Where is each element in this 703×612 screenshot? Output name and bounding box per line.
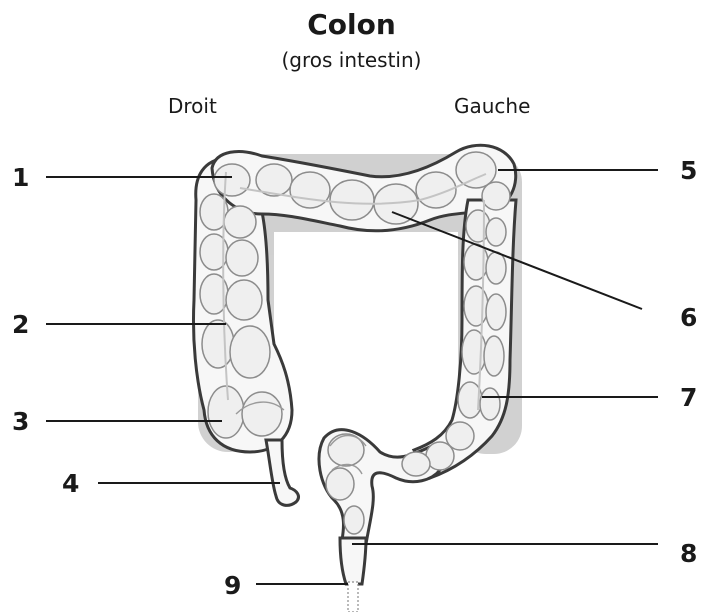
callout-number-9: 9 — [224, 571, 241, 600]
callout-number-2: 2 — [12, 310, 29, 339]
callout-number-7: 7 — [680, 383, 697, 412]
callout-number-8: 8 — [680, 539, 697, 568]
callout-number-3: 3 — [12, 407, 29, 436]
callout-number-5: 5 — [680, 156, 697, 185]
appendix — [266, 440, 298, 505]
anal-canal — [348, 582, 358, 612]
callout-number-1: 1 — [12, 163, 29, 192]
callout-number-6: 6 — [680, 303, 697, 332]
colon-illustration — [193, 145, 522, 612]
callout-number-4: 4 — [62, 469, 79, 498]
